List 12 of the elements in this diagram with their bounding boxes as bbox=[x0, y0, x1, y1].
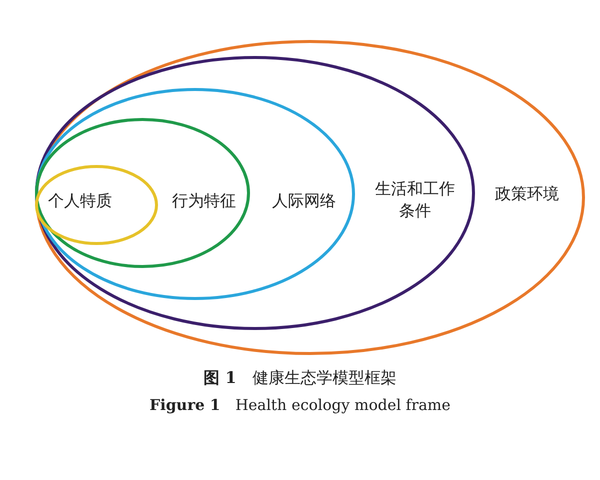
figure-caption: Figure 1 Health ecology model frame bbox=[148, 396, 452, 415]
layer-label: 政策环境 bbox=[494, 183, 560, 205]
figure-caption: 图 1 健康生态学模型框架 bbox=[202, 368, 398, 389]
ellipse bbox=[35, 165, 158, 245]
ellipse bbox=[35, 40, 585, 355]
layer-label: 个人特质 bbox=[47, 190, 113, 212]
layer-label: 生活和工作条件 bbox=[374, 178, 456, 222]
ellipse bbox=[35, 118, 250, 268]
layer-label: 行为特征 bbox=[171, 190, 237, 212]
ellipse bbox=[35, 88, 355, 300]
ellipse bbox=[35, 56, 475, 330]
layer-label: 人际网络 bbox=[271, 190, 337, 212]
